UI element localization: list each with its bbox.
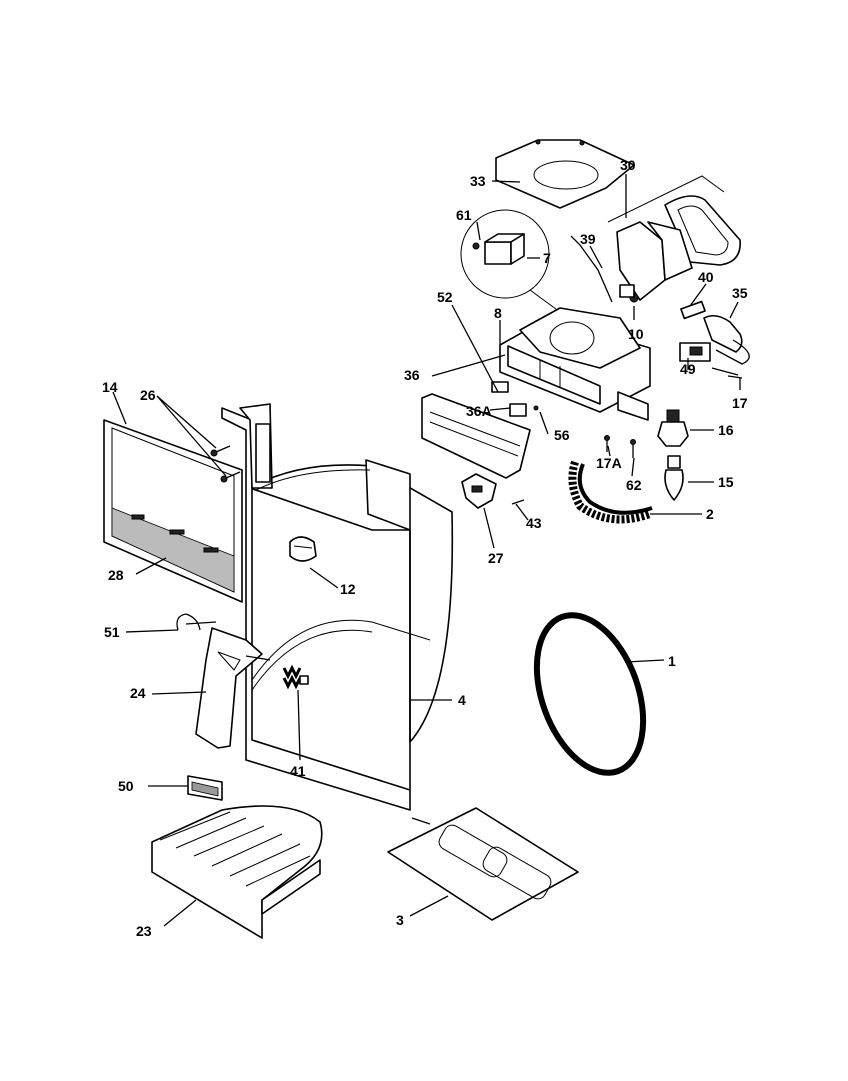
callout-8: 8	[494, 305, 502, 321]
callout-15: 15	[718, 474, 734, 490]
part-7-61-inset	[460, 209, 561, 313]
part-16-socket	[657, 409, 689, 447]
part-4-cabinet	[221, 403, 454, 811]
callout-27: 27	[488, 550, 504, 566]
callout-30: 30	[620, 157, 636, 173]
part-15-bulb	[664, 455, 684, 501]
callout-labels: 33 30 61 39 7 40 35 52 8 10 36 49 17 36A…	[102, 157, 748, 939]
callout-35: 35	[732, 285, 748, 301]
callout-2: 2	[706, 506, 714, 522]
part-10-fastener	[619, 284, 639, 303]
callout-36: 36	[404, 367, 420, 383]
callout-33: 33	[470, 173, 486, 189]
part-23-drip-tray	[151, 805, 323, 939]
callout-39: 39	[580, 231, 596, 247]
part-27-bracket	[461, 473, 497, 509]
callout-51: 51	[104, 624, 120, 640]
part-26-screws	[210, 445, 241, 483]
callout-43: 43	[526, 515, 542, 531]
callout-24: 24	[130, 685, 146, 701]
callout-50: 50	[118, 778, 134, 794]
callout-61: 61	[456, 207, 472, 223]
callout-7: 7	[543, 250, 551, 266]
callout-1: 1	[668, 653, 676, 669]
small-screws	[511, 375, 743, 505]
callout-40: 40	[698, 269, 714, 285]
callout-17: 17	[732, 395, 748, 411]
callout-23: 23	[136, 923, 152, 939]
callout-36a: 36A	[466, 403, 492, 419]
part-14-28-front-panel	[103, 419, 243, 603]
part-24-lever	[195, 627, 271, 749]
callout-56: 56	[554, 427, 570, 443]
callout-26: 26	[140, 387, 156, 403]
callout-3: 3	[396, 912, 404, 928]
callout-4: 4	[458, 692, 466, 708]
part-3-heater	[387, 807, 579, 921]
leader-lines	[112, 174, 741, 927]
callout-17a: 17A	[596, 455, 622, 471]
part-39-rod	[570, 235, 613, 303]
callout-28: 28	[108, 567, 124, 583]
callout-14: 14	[102, 379, 118, 395]
callout-49: 49	[680, 361, 696, 377]
part-12-clip	[289, 536, 317, 562]
callout-16: 16	[718, 422, 734, 438]
callout-52: 52	[437, 289, 453, 305]
part-51-actuator	[176, 613, 217, 631]
part-41-spring	[282, 664, 309, 690]
callout-10: 10	[628, 326, 644, 342]
part-50-tab	[187, 775, 223, 801]
housing-assembly	[421, 307, 651, 479]
part-35-40-49-wiring	[679, 300, 750, 376]
part-2-harness	[568, 460, 653, 524]
callout-62: 62	[626, 477, 642, 493]
part-30-chute	[607, 175, 741, 301]
callout-12: 12	[340, 581, 356, 597]
part-1-gasket	[533, 612, 647, 776]
callout-41: 41	[290, 763, 306, 779]
part-33-top-plate	[495, 139, 635, 209]
